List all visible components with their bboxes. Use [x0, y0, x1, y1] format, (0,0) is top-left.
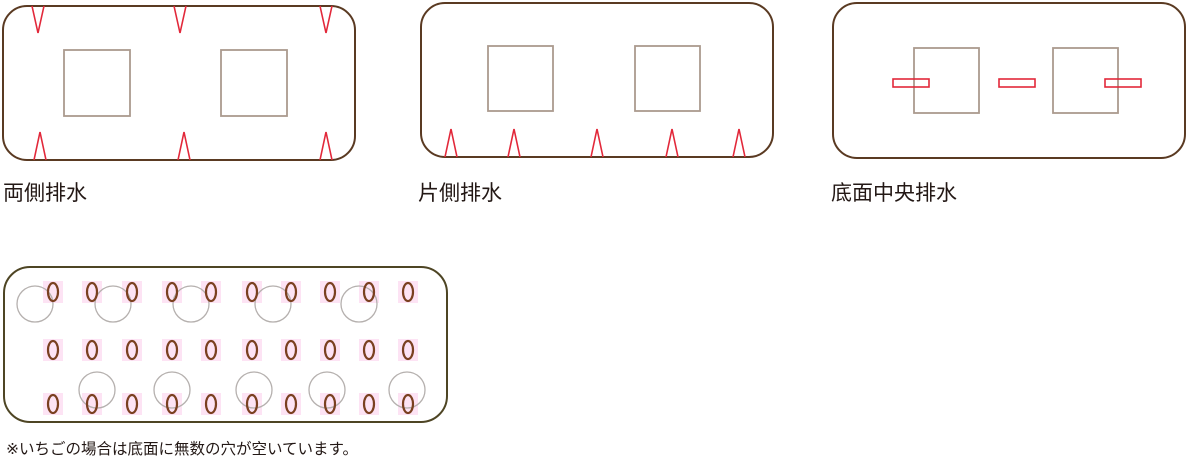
- drain-notch-bottom: [319, 131, 333, 161]
- hole-highlight: [43, 393, 63, 415]
- hole-highlight: [320, 393, 340, 415]
- plant-circle: [388, 371, 426, 409]
- hole-highlight: [201, 339, 221, 361]
- drain-hole: [85, 393, 99, 415]
- hole-highlight: [162, 339, 182, 361]
- hole-highlight: [162, 393, 182, 415]
- strawberry-footnote: ※いちごの場合は底面に無数の穴が空いています。: [6, 440, 358, 458]
- hole-highlight: [201, 393, 221, 415]
- plant-square: [913, 47, 980, 114]
- drain-hole: [165, 339, 179, 361]
- drain-hole: [245, 339, 259, 361]
- drain-hole: [46, 393, 60, 415]
- hole-highlight: [281, 393, 301, 415]
- hole-highlight: [242, 339, 262, 361]
- drain-notch-bottom: [177, 131, 191, 161]
- drain-hole: [401, 339, 415, 361]
- drain-hole: [401, 281, 415, 303]
- plant-circle: [16, 285, 54, 323]
- caption-bottom-center-drainage: 底面中央排水: [831, 181, 957, 205]
- plant-square: [487, 45, 554, 112]
- drain-slot: [998, 78, 1036, 88]
- drain-notch-bottom: [444, 128, 458, 158]
- drain-hole: [401, 393, 415, 415]
- hole-highlight: [320, 281, 340, 303]
- plant-circle: [254, 285, 292, 323]
- drain-hole: [125, 393, 139, 415]
- drain-hole: [362, 393, 376, 415]
- planter-outline: [3, 266, 448, 423]
- drain-notch-bottom: [732, 128, 746, 158]
- hole-highlight: [122, 393, 142, 415]
- drain-hole: [46, 339, 60, 361]
- drain-slot: [1104, 78, 1142, 88]
- plant-circle: [172, 285, 210, 323]
- drain-notch-bottom: [590, 128, 604, 158]
- plant-circle: [340, 285, 378, 323]
- drain-hole: [284, 281, 298, 303]
- plant-square: [634, 45, 701, 112]
- planter-bottom-center-drainage: [832, 2, 1186, 159]
- drain-hole: [85, 339, 99, 361]
- hole-highlight: [359, 393, 379, 415]
- plant-square: [220, 49, 288, 117]
- hole-highlight: [162, 281, 182, 303]
- drain-hole: [362, 281, 376, 303]
- drain-hole: [46, 281, 60, 303]
- plant-square: [1052, 47, 1119, 114]
- planter-outline: [2, 5, 356, 161]
- hole-highlight: [359, 339, 379, 361]
- drain-notch-top: [173, 5, 187, 34]
- planter-outline: [420, 2, 774, 158]
- planter-both-side-drainage: [2, 5, 356, 161]
- hole-highlight: [320, 339, 340, 361]
- drain-notch-bottom: [33, 131, 47, 161]
- drain-hole: [245, 281, 259, 303]
- planter-outline: [832, 2, 1186, 159]
- drain-hole: [323, 339, 337, 361]
- drain-slot: [892, 78, 930, 88]
- hole-highlight: [122, 281, 142, 303]
- drain-hole: [204, 393, 218, 415]
- drain-hole: [284, 393, 298, 415]
- hole-highlight: [281, 339, 301, 361]
- planter-one-side-drainage: [420, 2, 774, 158]
- hole-highlight: [398, 339, 418, 361]
- drain-notch-top: [31, 5, 45, 34]
- drain-hole: [125, 339, 139, 361]
- drain-hole: [245, 393, 259, 415]
- drain-hole: [362, 339, 376, 361]
- drain-notch-bottom: [665, 128, 679, 158]
- hole-highlight: [43, 339, 63, 361]
- drain-notch-bottom: [507, 128, 521, 158]
- hole-highlight: [122, 339, 142, 361]
- drain-hole: [125, 281, 139, 303]
- drain-hole: [284, 339, 298, 361]
- plant-circle: [94, 285, 132, 323]
- drain-hole: [165, 281, 179, 303]
- drain-hole: [323, 281, 337, 303]
- plant-circle: [235, 371, 273, 409]
- drain-hole: [204, 281, 218, 303]
- hole-highlight: [242, 393, 262, 415]
- planter-strawberry-holes: [3, 266, 448, 423]
- caption-one-side-drainage: 片側排水: [418, 181, 502, 205]
- drain-notch-top: [319, 5, 333, 34]
- drain-hole: [323, 393, 337, 415]
- drain-hole: [85, 281, 99, 303]
- hole-highlight: [82, 339, 102, 361]
- drain-hole: [204, 339, 218, 361]
- plant-circle: [308, 371, 346, 409]
- hole-highlight: [398, 281, 418, 303]
- drain-hole: [165, 393, 179, 415]
- hole-highlight: [398, 393, 418, 415]
- plant-square: [63, 49, 131, 117]
- plant-circle: [153, 371, 191, 409]
- caption-both-side-drainage: 両側排水: [3, 181, 87, 205]
